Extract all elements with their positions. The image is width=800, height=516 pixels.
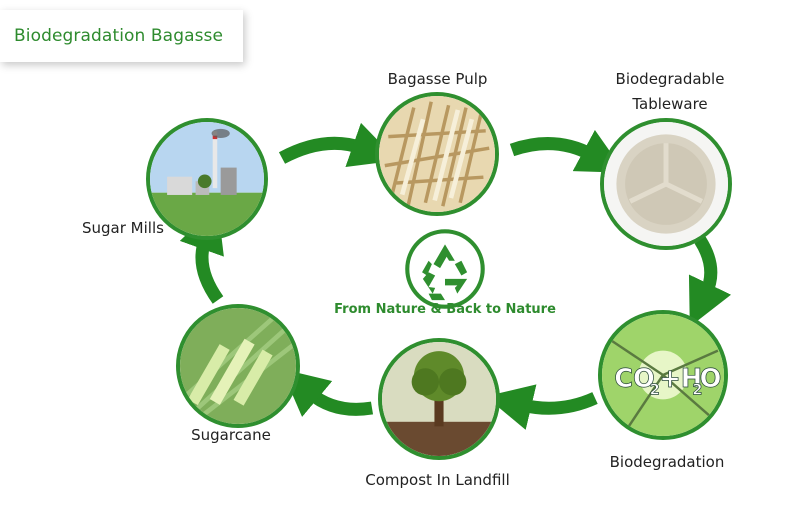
node-biodegradation: CO 2 +H 2 O [598, 310, 728, 440]
label-biodegradation: Biodegradation [609, 453, 725, 471]
forest-canopy-image: CO 2 +H 2 O [602, 314, 724, 436]
tree-soil-image [382, 342, 496, 456]
tableware-plate-image [604, 122, 728, 246]
node-biodegradable-tableware [600, 118, 732, 250]
arrow-sugarcane-to-mills [179, 204, 224, 304]
diagram-title: Biodegradation Bagasse [14, 26, 224, 46]
arrow-biodegradation-to-compost [485, 384, 598, 430]
h2o-subscript: 2 [692, 382, 702, 399]
plus-h-label: +H [659, 364, 702, 394]
arrow-pulp-to-tableware [509, 129, 625, 173]
label-tableware-line2: Tableware [632, 95, 708, 113]
node-sugar-mills [146, 118, 268, 240]
label-tableware-line1: Biodegradable [615, 70, 725, 88]
node-compost [378, 338, 500, 460]
center-caption: From Nature & Back to Nature [334, 302, 556, 317]
label-sugar-mills: Sugar Mills [82, 219, 164, 237]
label-bagasse-pulp: Bagasse Pulp [387, 70, 488, 88]
oxygen-label: O [700, 364, 722, 394]
recycle-icon [405, 229, 485, 309]
arrow-mills-to-pulp [278, 122, 398, 167]
arrow-tableware-to-biodegradation [688, 236, 732, 327]
node-bagasse-pulp [375, 92, 499, 216]
arrow-compost-to-sugarcane [281, 368, 374, 417]
label-compost: Compost In Landfill [365, 471, 510, 489]
label-sugarcane: Sugarcane [191, 426, 271, 444]
title-card: Biodegradation Bagasse [0, 10, 243, 62]
sugarcane-image [180, 308, 296, 424]
sugar-mill-image [150, 122, 264, 236]
co2-subscript: 2 [650, 382, 660, 399]
co2-label: CO [614, 364, 655, 394]
bagasse-pulp-image [379, 96, 495, 212]
node-sugarcane [176, 304, 300, 428]
